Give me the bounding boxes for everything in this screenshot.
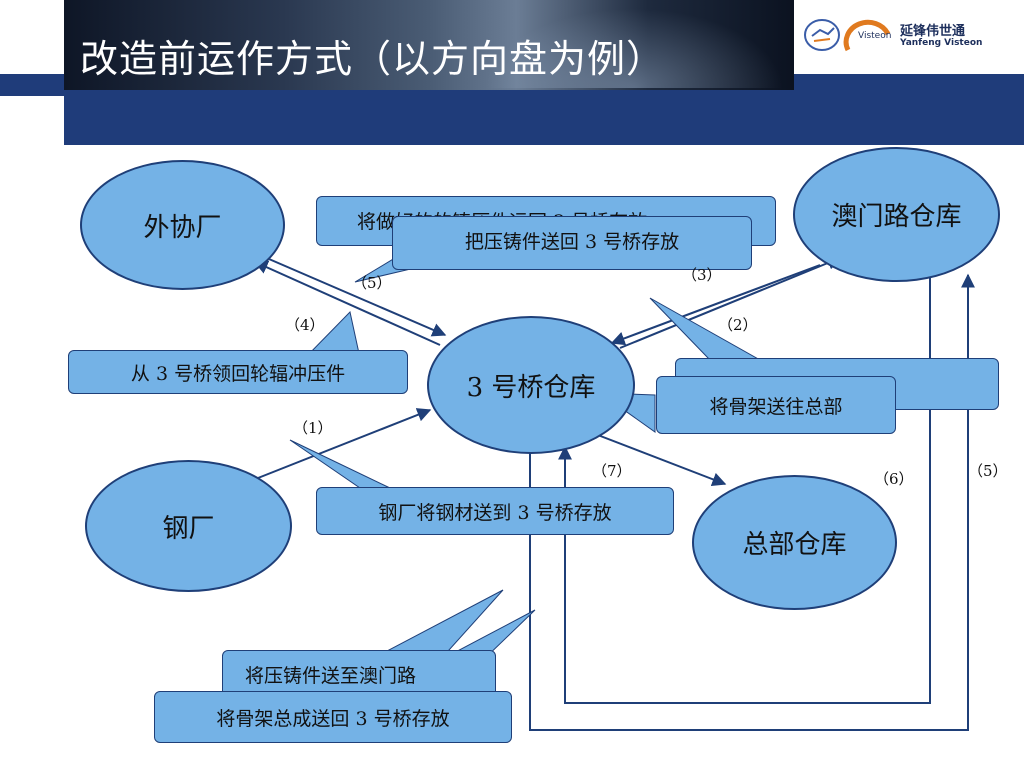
step-label-1: （1） [293,419,333,437]
step-label-2: （2） [718,316,758,334]
step-label-7: （7） [592,462,632,480]
logo-badge-text: Visteon [858,31,891,41]
callout-steel-to-bridge: 钢厂将钢材送到 3 号桥存放 [316,487,674,535]
callout-pointer-1 [289,439,391,489]
arrow-aomen-to-bridge-loop [558,275,931,704]
step-label-3: （3） [682,266,722,284]
dashboard-glow [484,8,784,88]
node-bridge3-warehouse: 3 号桥仓库 [427,316,635,454]
node-aomen-warehouse: 澳门路仓库 [793,147,1000,282]
header-band [64,90,1024,145]
node-waixie-label: 外协厂 [143,212,222,243]
arrow-bridge-to-hq [589,431,727,487]
node-steel-label: 钢厂 [162,513,215,544]
header-band-right [794,74,1024,90]
arrow-bridge-to-aomen [619,256,842,349]
step-label-5-right: （5） [968,462,1008,480]
arrow-bridge-to-aomen-loop [529,273,975,731]
arrow-aomen-to-bridge [610,264,821,346]
arrow-waixie-to-bridge [261,255,447,337]
company-logo: Visteon 延锋伟世通 Yanfeng Visteon [800,10,1015,65]
callout-frame-assy-return: 将骨架总成送回 3 号桥存放 [154,691,512,743]
logo-emblem-icon: Visteon [804,19,891,52]
logo-company-cn: 延锋伟世通 [900,24,966,39]
node-waixie-factory: 外协厂 [80,160,285,290]
header-dashboard-photo [64,0,794,90]
arrow-bridge-to-waixie [253,260,441,346]
arrow-steel-to-bridge [257,408,432,479]
node-aomen-label: 澳门路仓库 [831,202,962,232]
header-band-left [0,74,64,96]
slide-title: 改造前运作方式（以方向盘为例） [80,37,666,81]
callout-frame-to-hq: 将骨架送往总部 [656,376,896,434]
step-label-5-left: （5） [352,274,392,292]
step-label-4: （4） [285,316,325,334]
node-hq-label: 总部仓库 [742,530,847,560]
callout-wheel-stamping: 从 3 号桥领回轮辐冲压件 [68,350,408,394]
node-steel-factory: 钢厂 [85,460,292,592]
step-label-6: （6） [874,470,914,488]
node-bridge3-label: 3 号桥仓库 [466,372,596,403]
callout-return-cast: 把压铸件送回 3 号桥存放 [392,216,752,270]
logo-company-en: Yanfeng Visteon [900,38,983,48]
node-hq-warehouse: 总部仓库 [692,475,897,610]
